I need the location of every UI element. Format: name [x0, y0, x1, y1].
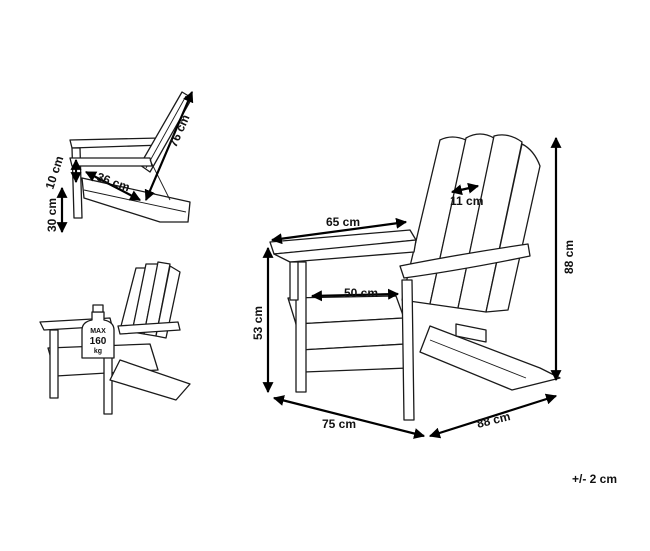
seat-width-dim-line — [310, 288, 400, 302]
back-height-dim-line — [144, 90, 194, 202]
tolerance-note: +/- 2 cm — [572, 472, 618, 486]
load-unit-label: kg — [94, 348, 102, 355]
side-view-chair — [69, 91, 193, 223]
slat-width-dim-line — [450, 182, 480, 196]
armrest-width-label: 65 cm — [326, 215, 360, 229]
slat-width-label: 11 cm — [450, 194, 483, 208]
total-height-label: 88 cm — [562, 240, 576, 274]
armrest-height-label: 53 cm — [251, 306, 265, 340]
load-view-chair — [39, 261, 191, 415]
main-view-chair — [269, 133, 561, 421]
seat-height-side-label: 30 cm — [45, 198, 59, 232]
depth-dim-line — [428, 393, 558, 439]
weight-bottle-icon — [81, 311, 115, 359]
seat-front-height-label: 10 cm — [43, 154, 67, 191]
armrest-width-dim-line — [270, 217, 408, 245]
load-value-label: 160 — [90, 336, 107, 347]
seat-depth-dim-line — [85, 171, 141, 201]
width-dim-line — [272, 395, 426, 439]
width-label: 75 cm — [322, 417, 356, 431]
depth-label: 88 cm — [475, 409, 511, 431]
load-max-label: MAX — [90, 328, 106, 335]
seat-width-label: 50 cm — [344, 286, 378, 300]
